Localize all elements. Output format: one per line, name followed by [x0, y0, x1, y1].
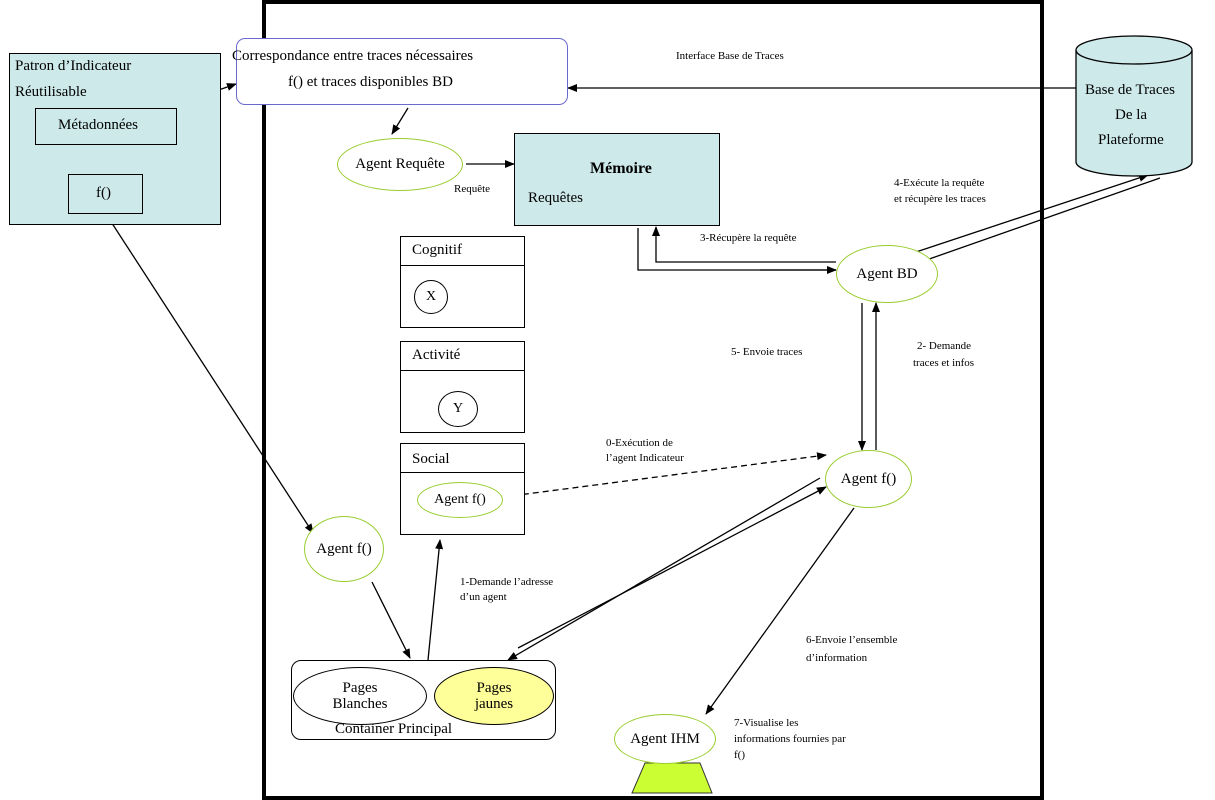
step1-line2: d’un agent: [460, 591, 507, 603]
database-line3: Plateforme: [1098, 132, 1164, 148]
step2-line2: traces et infos: [913, 357, 975, 369]
step6-line2: d’information: [806, 652, 868, 664]
metadata-label: Métadonnées: [58, 117, 138, 133]
arrow-container-to-agentf: [517, 486, 827, 649]
arrow-container-to-social: [427, 539, 444, 661]
agent-requete-label: Agent Requête: [355, 156, 445, 173]
arrow-agentf-to-container: [507, 477, 821, 661]
activite-divider: [400, 370, 525, 372]
social-label: Social: [412, 451, 450, 467]
agent-bd[interactable]: Agent BD: [836, 245, 938, 303]
agent-f-social-label: Agent f(): [434, 492, 486, 508]
pattern-f-box: [68, 174, 143, 214]
cognitif-symbol: X: [414, 280, 448, 314]
database-line2: De la: [1115, 107, 1148, 123]
pattern-title-line1: Patron d’Indicateur: [15, 58, 132, 74]
requete-small-label: Requête: [454, 183, 491, 195]
memoire-box: [514, 133, 720, 226]
step0-line1: 0-Exécution de: [606, 437, 673, 449]
pattern-f-label: f(): [96, 185, 111, 201]
container-label: Container Principal: [335, 721, 453, 737]
correspondance-line2: f() et traces disponibles BD: [288, 74, 453, 90]
cognitif-label: Cognitif: [412, 242, 463, 258]
step7-line1: 7-Visualise les: [734, 717, 799, 729]
correspondance-line1: Correspondance entre traces nécessaires: [232, 48, 474, 64]
arrow-left-agent-to-container: [371, 581, 411, 659]
arrow-bd-to-memoire: [652, 226, 836, 263]
agent-f-main-label: Agent f(): [840, 470, 897, 487]
agent-bd-label: Agent BD: [856, 265, 918, 282]
arrow-bd-to-database: [909, 174, 1149, 255]
cognitif-divider: [400, 265, 525, 267]
activite-symbol: Y: [438, 391, 478, 427]
pages-blanches[interactable]: Pages Blanches: [293, 667, 427, 725]
agent-f-left[interactable]: Agent f(): [304, 516, 384, 582]
activite-label: Activité: [412, 347, 461, 363]
agent-ihm-label: Agent IHM: [630, 730, 700, 747]
step4-line2: et récupère les traces: [894, 193, 986, 205]
agent-f-main[interactable]: Agent f(): [825, 450, 912, 508]
step2-line1: 2- Demande: [917, 340, 972, 352]
step7-line3: f(): [734, 749, 745, 761]
pattern-title-line2: Réutilisable: [15, 84, 87, 100]
social-box: [400, 443, 525, 535]
correspondance-box: [236, 38, 568, 105]
arrow-social-to-agentf: [502, 452, 827, 498]
agent-f-left-label: Agent f(): [316, 540, 372, 557]
step6-line1: 6-Envoie l’ensemble: [806, 634, 898, 646]
step4-line1: 4-Exécute la requête: [894, 177, 985, 189]
step0-line2: l’agent Indicateur: [606, 452, 684, 464]
arrow-agentf-to-ihm: [705, 507, 855, 715]
agent-ihm[interactable]: Agent IHM: [614, 714, 716, 764]
database-line1: Base de Traces: [1085, 82, 1175, 98]
memoire-subtitle: Requêtes: [528, 190, 583, 206]
step1-line1: 1-Demande l’adresse: [460, 576, 554, 588]
agent-f-social[interactable]: Agent f(): [417, 482, 503, 518]
memoire-title: Mémoire: [590, 160, 652, 177]
arrow-correspondance-to-agent-requete: [391, 107, 409, 135]
interface-label: Interface Base de Traces: [676, 50, 784, 62]
step5-label: 5- Envoie traces: [731, 346, 803, 358]
pages-jaunes[interactable]: Pages jaunes: [434, 667, 554, 725]
arrow-f-to-left-agent: [105, 213, 314, 534]
step7-line2: informations fournies par: [734, 733, 846, 745]
arrow-database-to-bd: [914, 177, 1161, 265]
metadata-box: [35, 108, 177, 145]
step3-label: 3-Récupère la requête: [700, 232, 797, 244]
social-divider: [400, 472, 525, 474]
agent-requete[interactable]: Agent Requête: [337, 138, 463, 191]
